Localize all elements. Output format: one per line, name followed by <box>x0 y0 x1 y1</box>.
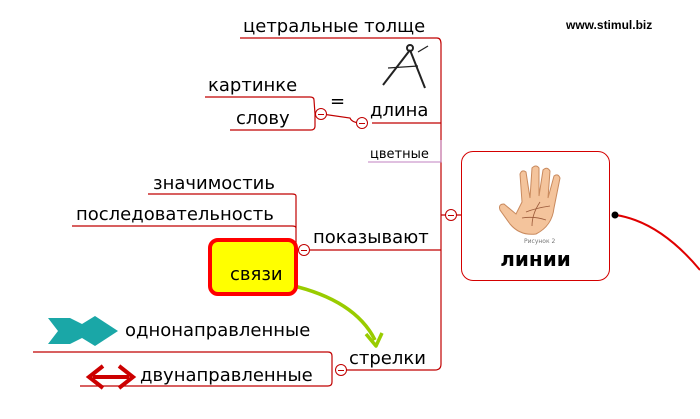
central-title: линии <box>500 247 571 271</box>
highlight-node-svyazi[interactable]: связи <box>208 238 298 296</box>
collapse-toggle-pokazyvayut[interactable] <box>298 244 310 256</box>
connection-dot <box>611 211 619 219</box>
collapse-toggle-kartinke[interactable] <box>315 108 327 120</box>
branch-posledovatelnost[interactable]: последовательность <box>76 204 274 225</box>
collapse-toggle-strelki[interactable] <box>335 364 347 376</box>
branch-slovu[interactable]: слову <box>236 108 290 129</box>
branch-dvunapr[interactable]: двунаправленные <box>140 365 313 386</box>
picture-caption: Рисунок 2 <box>524 238 556 245</box>
branch-pokazyvayut[interactable]: показывают <box>313 227 429 248</box>
branch-znachimost[interactable]: значимостиь <box>153 173 275 194</box>
one-way-arrow-icon <box>48 316 118 346</box>
equals-sign: = <box>330 91 346 112</box>
watermark-url: www.stimul.biz <box>566 18 653 32</box>
branch-tsvetnye[interactable]: цветные <box>370 147 429 162</box>
collapse-toggle-dlina[interactable] <box>356 117 368 129</box>
branch-strelki[interactable]: стрелки <box>349 348 426 369</box>
two-way-arrow-icon <box>85 364 137 390</box>
branch-dlina[interactable]: длина <box>370 100 429 121</box>
branch-odnonapr[interactable]: однонаправленные <box>125 320 311 341</box>
svyazi-label: связи <box>230 264 283 285</box>
collapse-toggle-central[interactable] <box>445 209 457 221</box>
relation-arrow <box>289 283 377 341</box>
central-node[interactable]: Рисунок 2 линии <box>461 151 610 281</box>
branch-tsentralnye[interactable]: цетральные толще <box>243 16 426 37</box>
branch-kartinke[interactable]: картинке <box>208 75 298 96</box>
palm-hand-icon <box>499 165 561 235</box>
compass-icon <box>382 44 429 89</box>
